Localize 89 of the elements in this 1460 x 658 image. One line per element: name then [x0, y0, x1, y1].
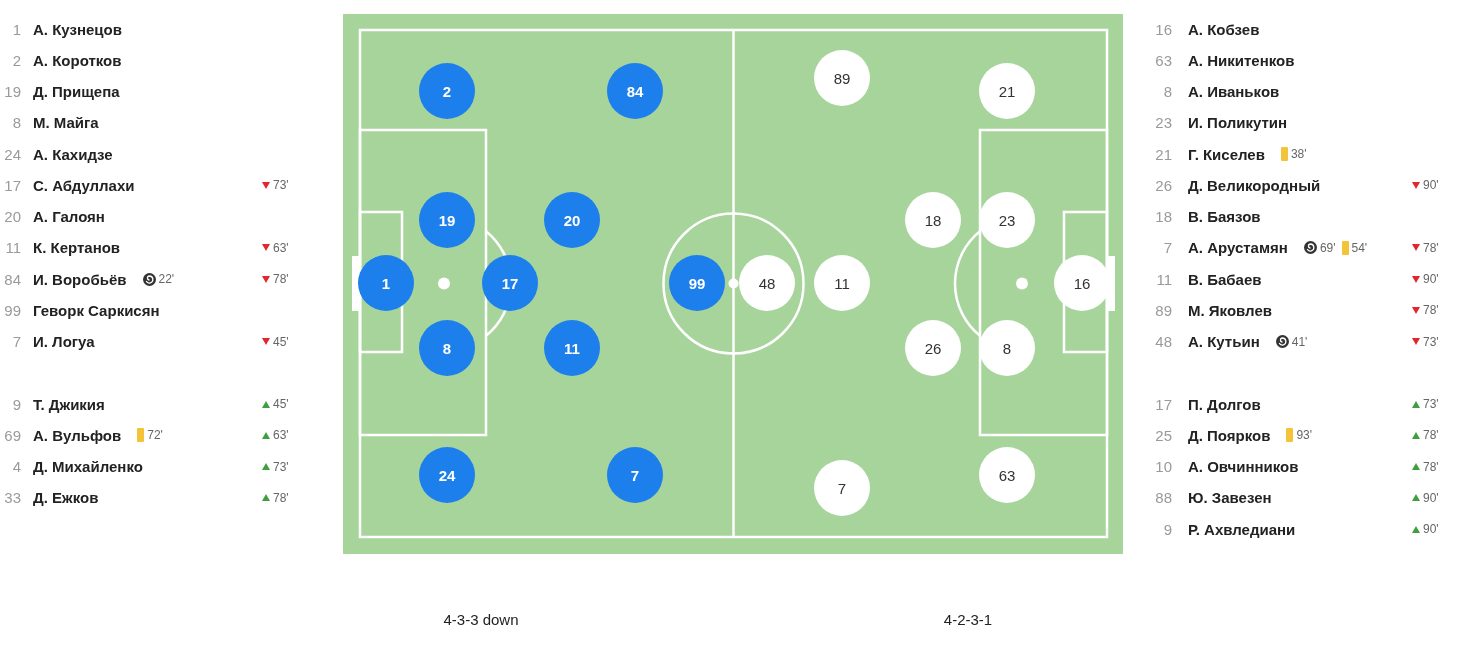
- event-minute: 93': [1296, 428, 1313, 443]
- shirt-number: 8: [1162, 83, 1172, 100]
- substitution-minute: 73': [1423, 334, 1439, 349]
- player-name: В. Баязов: [1188, 208, 1261, 225]
- substitution-minute: 63': [273, 240, 289, 255]
- substitution-minute: 90': [1423, 178, 1439, 193]
- player-name: И. Воробьёв: [33, 270, 127, 288]
- shirt-number: 9: [1162, 520, 1172, 538]
- player-name: Г. Киселев: [1188, 145, 1265, 163]
- event-minute: 69': [1319, 240, 1336, 255]
- substitution-minute: 78': [1423, 303, 1439, 318]
- shirt-number: 48: [1154, 333, 1172, 350]
- player-name: Д. Великородный: [1188, 176, 1321, 194]
- shirt-number: 16: [1154, 20, 1172, 38]
- player-name: А. Кобзев: [1188, 20, 1260, 38]
- event-minute: 41': [1291, 334, 1308, 349]
- shirt-number: 23: [1154, 114, 1172, 132]
- shirt-number: 11: [4, 239, 21, 257]
- substitution-minute: 78': [273, 272, 289, 286]
- player-name: Ю. Завезен: [1188, 489, 1272, 507]
- substitution-minute: 90': [1423, 272, 1439, 286]
- formation-label: 4-2-3-1: [943, 611, 993, 628]
- player-name: А. Кутьин: [1188, 333, 1260, 350]
- player-name: А. Галоян: [33, 208, 105, 225]
- substitution-minute: 73': [1423, 397, 1439, 411]
- player-name: И. Логуа: [33, 333, 95, 350]
- player-name: А. Коротков: [33, 51, 122, 69]
- shirt-number: 1: [11, 20, 21, 38]
- event-minute: 22': [158, 272, 175, 286]
- substitution-minute: 90': [1423, 522, 1439, 536]
- substitution-minute: 90': [1423, 490, 1439, 505]
- substitution-minute: 73': [273, 459, 289, 474]
- player-name: Т. Джикия: [33, 395, 105, 413]
- player-name: В. Бабаев: [1188, 270, 1262, 288]
- player-name: Д. Михайленко: [33, 458, 143, 475]
- shirt-number: 7: [11, 333, 21, 350]
- substitution-minute: 78': [1423, 428, 1439, 443]
- shirt-number: 88: [1154, 489, 1172, 507]
- player-name: М. Майга: [33, 114, 99, 132]
- player-name: Д. Поярков: [1188, 426, 1271, 444]
- shirt-number: 33: [3, 489, 21, 507]
- shirt-number: 21: [1154, 145, 1172, 163]
- event-minute: 54': [1351, 240, 1368, 255]
- player-name: А. Овчинников: [1188, 458, 1299, 475]
- shirt-number: 63: [1154, 51, 1172, 69]
- player-name: К. Кертанов: [33, 239, 121, 257]
- player-name: М. Яковлев: [1188, 301, 1272, 319]
- player-name: А. Кахидзе: [33, 145, 113, 163]
- shirt-number: 69: [3, 426, 21, 444]
- player-name: Д. Прищепа: [33, 83, 120, 100]
- player-name: А. Кузнецов: [33, 20, 122, 38]
- shirt-number: 2: [11, 51, 21, 69]
- substitution-minute: 45': [273, 334, 289, 349]
- substitution-minute: 45': [273, 397, 289, 411]
- shirt-number: 18: [1154, 208, 1172, 225]
- shirt-number: 84: [3, 270, 21, 288]
- player-name: А. Иваньков: [1188, 83, 1280, 100]
- substitution-minute: 78': [1423, 240, 1439, 255]
- player-name: И. Поликутин: [1188, 114, 1288, 132]
- player-name: А. Арустамян: [1188, 239, 1288, 257]
- player-name: С. Абдуллахи: [33, 176, 135, 194]
- shirt-number: 9: [11, 395, 21, 413]
- shirt-number: 4: [11, 458, 21, 475]
- player-name: П. Долгов: [1188, 395, 1261, 413]
- player-name: Д. Ежков: [33, 489, 99, 507]
- shirt-number: 19: [3, 83, 21, 100]
- shirt-number: 99: [3, 301, 21, 319]
- shirt-number: 24: [3, 145, 21, 163]
- shirt-number: 17: [1154, 395, 1172, 413]
- shirt-number: 20: [3, 208, 21, 225]
- shirt-number: 89: [1154, 301, 1172, 319]
- substitution-minute: 78': [1423, 459, 1439, 474]
- player-name: А. Вульфов: [33, 426, 122, 444]
- formation-label: 4-3-3 down: [443, 611, 519, 628]
- event-minute: 38': [1290, 147, 1307, 161]
- player-name: Р. Ахвледиани: [1188, 520, 1296, 538]
- shirt-number: 26: [1154, 176, 1172, 194]
- shirt-number: 17: [3, 176, 21, 194]
- player-name: Геворк Саркисян: [33, 301, 160, 319]
- shirt-number: 10: [1154, 458, 1172, 475]
- substitution-minute: 73': [273, 178, 289, 193]
- player-name: А. Никитенков: [1188, 51, 1295, 69]
- substitution-minute: 63': [273, 428, 289, 443]
- event-minute: 72': [147, 428, 163, 443]
- substitution-minute: 78': [273, 490, 289, 505]
- shirt-number: 11: [1155, 270, 1172, 288]
- shirt-number: 7: [1162, 239, 1172, 257]
- shirt-number: 8: [11, 114, 21, 132]
- shirt-number: 25: [1154, 426, 1172, 444]
